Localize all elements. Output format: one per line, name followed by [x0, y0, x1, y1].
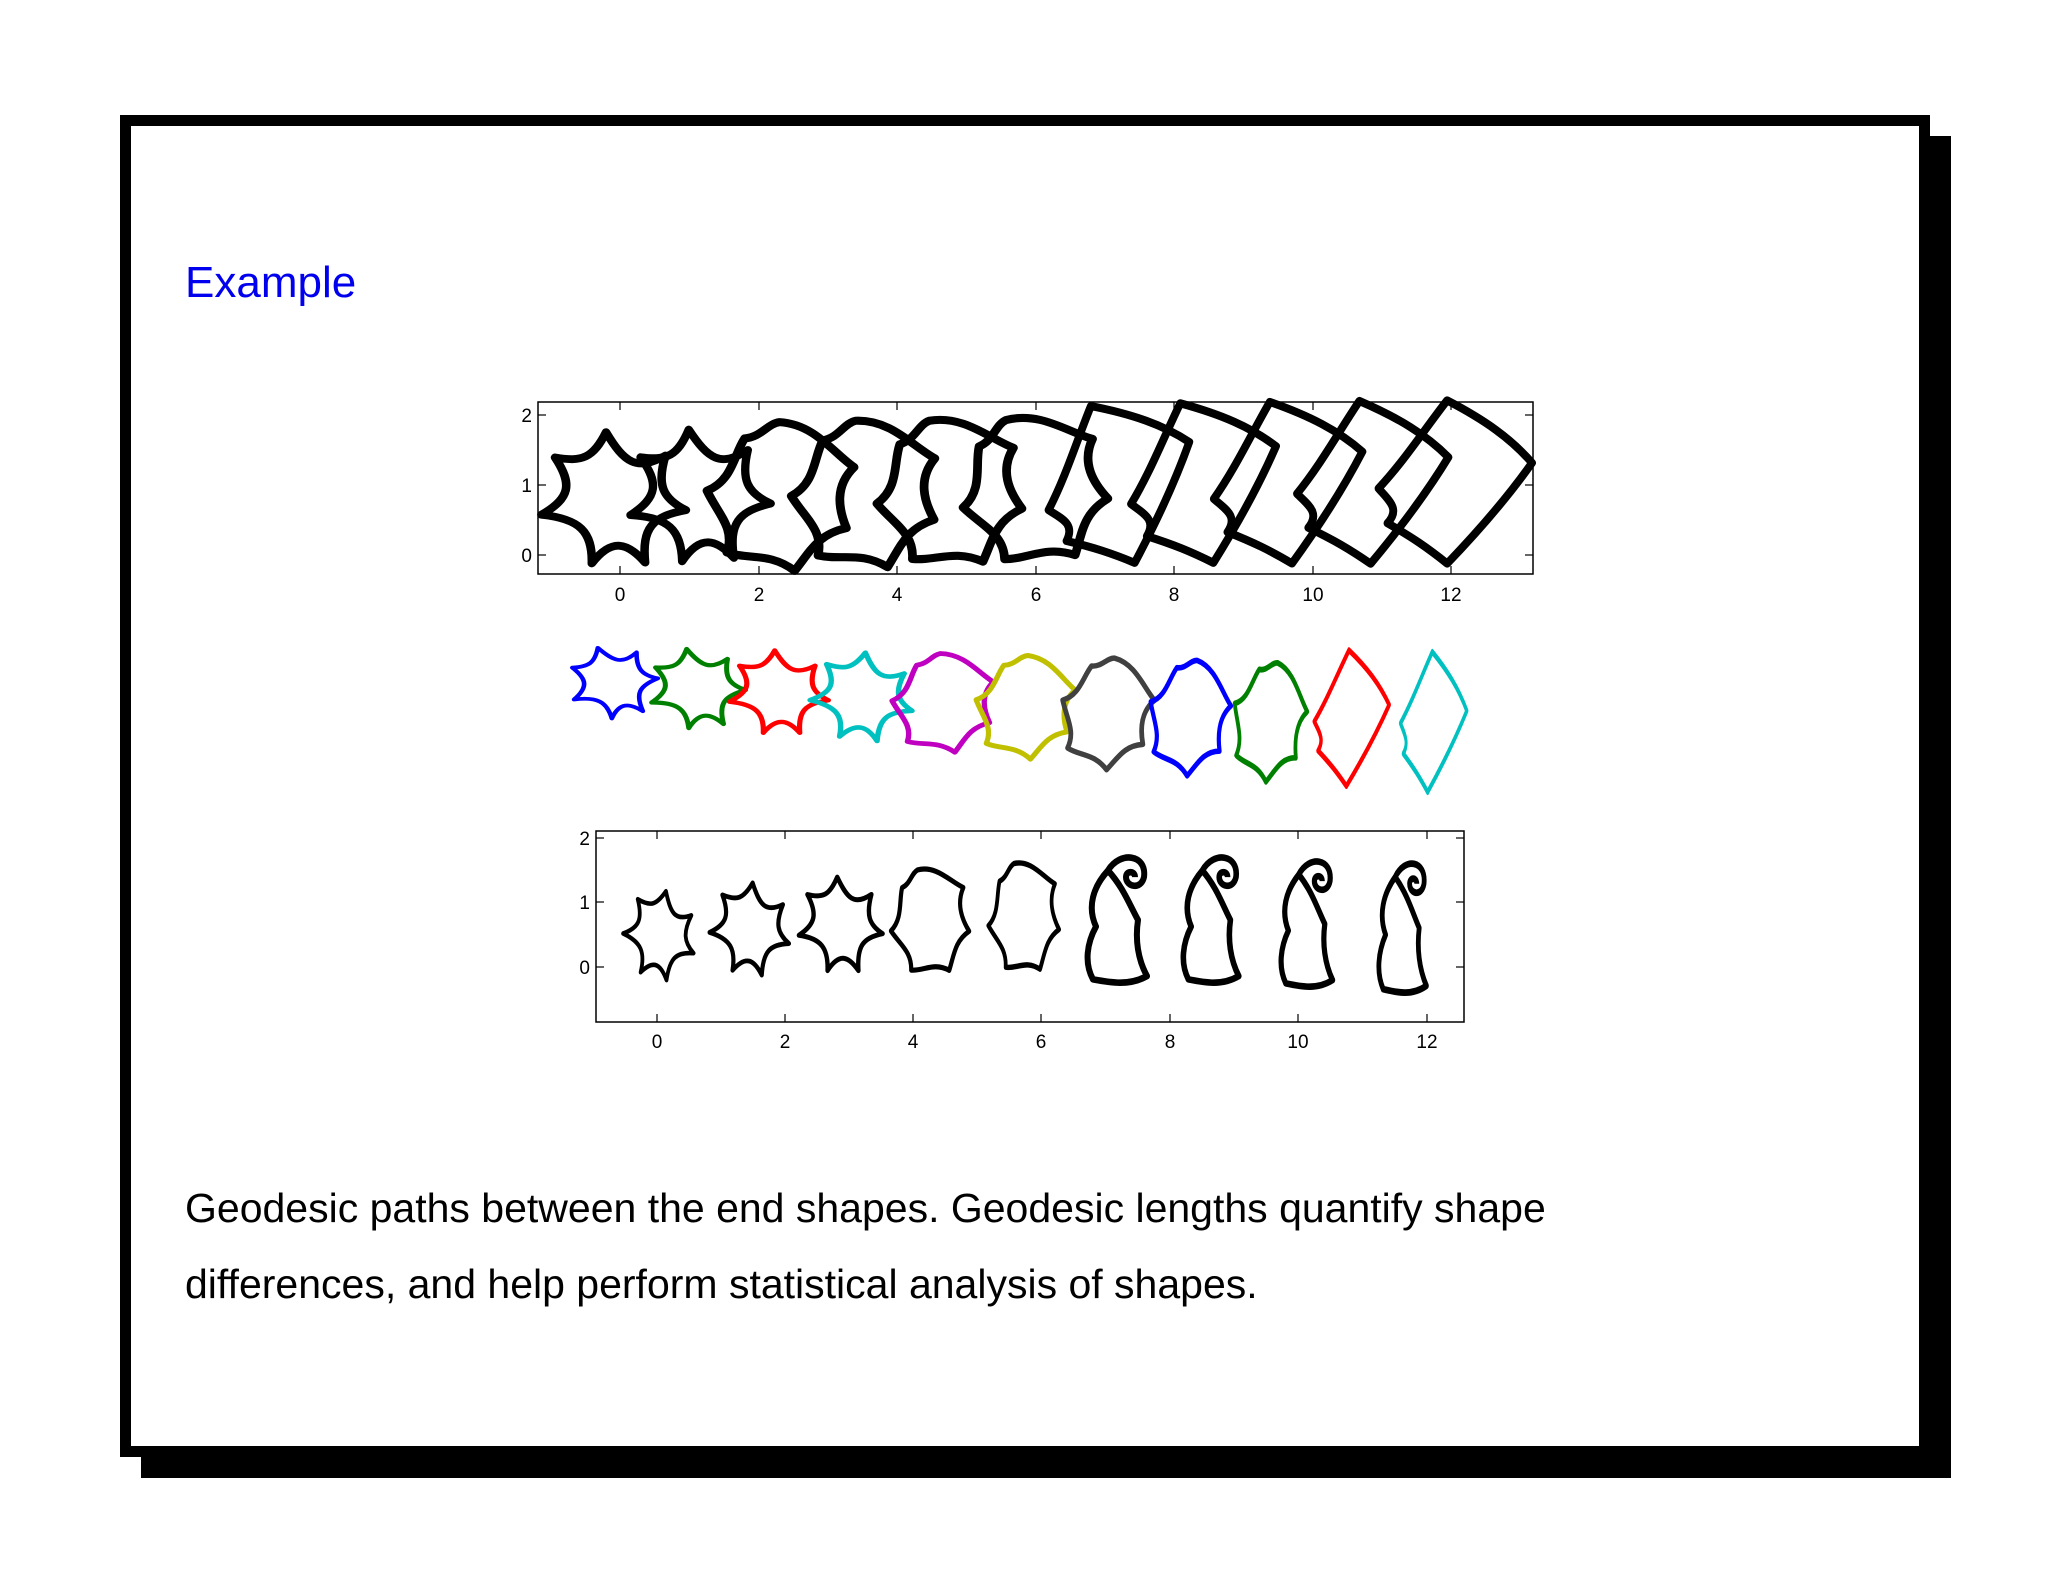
bottom-plot: 0 2 4 6 8 10 12 0 1 2: [579, 829, 1465, 1053]
top-y-tick-label: 0: [521, 546, 532, 567]
top-y-tick-label: 1: [521, 476, 532, 497]
slide-frame: [120, 115, 1930, 1457]
top-x-tick-label: 4: [892, 585, 903, 606]
top-plot-x-ticks: [538, 402, 1533, 574]
top-x-tick-label: 12: [1440, 585, 1461, 606]
slide-caption: Geodesic paths between the end shapes. G…: [185, 1185, 1546, 1307]
top-x-tick-label: 2: [754, 585, 765, 606]
bottom-x-tick-label: 2: [780, 1032, 791, 1053]
bottom-plot-shapes: [618, 857, 1427, 992]
bottom-x-tick-label: 8: [1165, 1032, 1176, 1053]
bottom-x-tick-label: 6: [1036, 1032, 1047, 1053]
bottom-y-tick-label: 0: [579, 958, 590, 979]
bottom-y-tick-label: 2: [579, 829, 590, 850]
top-x-tick-label: 0: [615, 585, 626, 606]
middle-colored-strip: [557, 636, 1472, 809]
top-plot-shapes: [534, 388, 1541, 579]
top-x-tick-label: 10: [1302, 585, 1323, 606]
top-plot: 0 2 4 6 8 10 12 0 1 2: [521, 388, 1541, 606]
slide-title: Example: [185, 258, 357, 307]
bottom-x-tick-label: 12: [1416, 1032, 1437, 1053]
top-y-tick-label: 2: [521, 406, 532, 427]
bottom-plot-axes: [595, 830, 1465, 1023]
top-x-tick-label: 8: [1169, 585, 1180, 606]
top-x-tick-label: 6: [1031, 585, 1042, 606]
bottom-x-tick-label: 0: [652, 1032, 663, 1053]
bottom-x-tick-label: 10: [1287, 1032, 1308, 1053]
bottom-y-tick-label: 1: [579, 893, 590, 914]
bottom-plot-ticks: [596, 831, 1464, 1022]
bottom-x-tick-label: 4: [908, 1032, 919, 1053]
